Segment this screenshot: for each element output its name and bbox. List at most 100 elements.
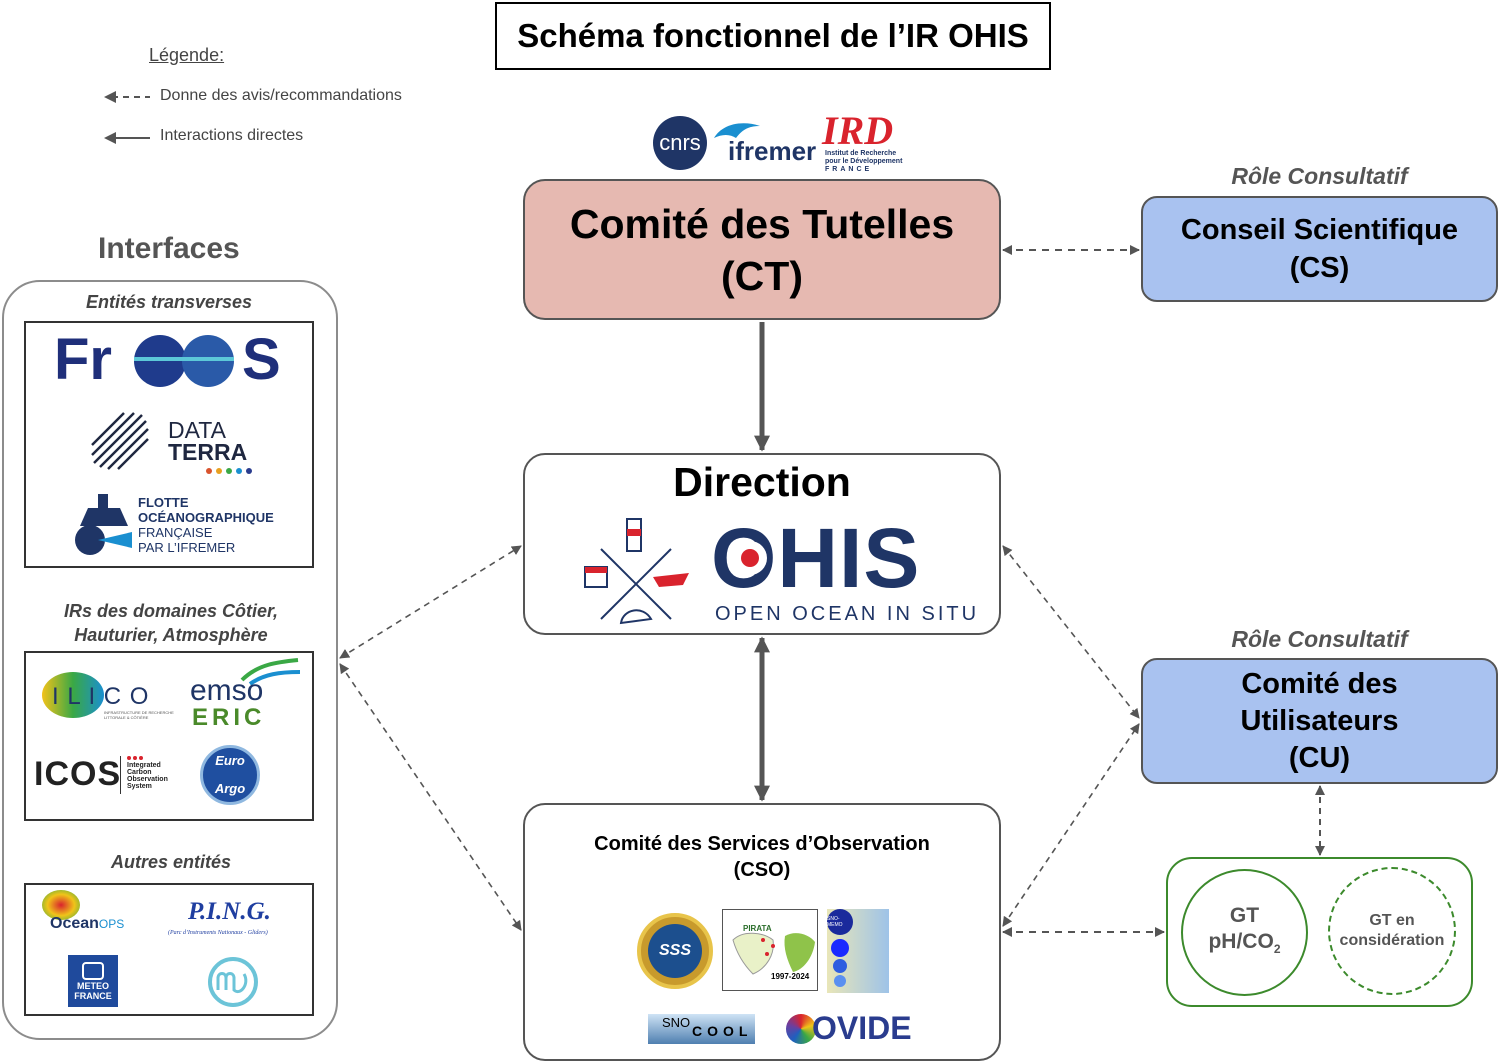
ird-subtitle: Institut de Recherche pour le Développem… xyxy=(825,150,902,174)
cu-line2: Utilisateurs xyxy=(1240,704,1399,737)
ifremer-logo: ifremer xyxy=(728,136,817,166)
ilico-blob-icon xyxy=(42,672,104,718)
flotte-line4: PAR L’IFREMER xyxy=(138,540,236,555)
icos-logo: ICOS xyxy=(34,755,122,793)
ohis-logo-subtitle: OPEN OCEAN IN SITU xyxy=(715,603,980,625)
dataterra-dots-icon xyxy=(206,468,252,474)
meteofrance-line2: FRANCE xyxy=(74,991,112,1001)
oceanops-logo: OceanOPS xyxy=(50,915,124,933)
ohis-o-target-icon xyxy=(733,541,767,575)
euroargo-logo: Euro Argo xyxy=(200,745,260,805)
pirata-label: PIRATA xyxy=(743,924,772,933)
eric-logo: ERIC xyxy=(192,704,266,731)
cs-line2: (CS) xyxy=(1289,252,1350,284)
cs-line1: Conseil Scientifique xyxy=(1180,214,1459,246)
groupes-travail-panel xyxy=(1166,857,1473,1007)
legend-arrows xyxy=(104,91,150,144)
gt1-line2-sub: 2 xyxy=(1273,942,1281,957)
euroargo-line2: Argo xyxy=(214,781,246,796)
sss-logo: SSS xyxy=(637,913,713,989)
icos-dots-icon xyxy=(127,756,143,760)
cso-line2: (CSO) xyxy=(733,859,791,881)
dataterra-terra: TERRA xyxy=(168,439,248,465)
flotte-ship-icon xyxy=(75,494,132,555)
snomemo-dot-1 xyxy=(831,939,849,957)
snocool-logo: SNO COOL xyxy=(648,1014,755,1044)
icos-sub-2: Carbon xyxy=(127,769,152,776)
meteofrance-line1: METEO xyxy=(76,981,109,991)
oceanops-ocean: Ocean xyxy=(50,915,99,932)
cso-cu-arrow xyxy=(1002,723,1140,927)
gt-en-consideration-circle: GT en considération xyxy=(1328,867,1456,995)
diagram-title: Schéma fonctionnel de l’IR OHIS xyxy=(495,2,1051,70)
flotte-line3: FRANÇAISE xyxy=(138,525,213,540)
cu-line3: (CU) xyxy=(1288,741,1351,774)
dataterra-lines-icon xyxy=(91,412,149,470)
cu-line1: Comité des xyxy=(1241,667,1398,700)
gt2-line1: GT en xyxy=(1369,912,1415,929)
flotte-line1: FLOTTE xyxy=(138,495,189,510)
ohis-emblem-icon xyxy=(584,518,689,625)
ilico-subtitle: INFRASTRUCTURE DE RECHERCHE LITTORALE & … xyxy=(104,710,174,720)
flotte-line2: OCÉANOGRAPHIQUE xyxy=(138,510,274,525)
flotte-text: FLOTTE OCÉANOGRAPHIQUE FRANÇAISE PAR L’I… xyxy=(138,495,274,555)
ird-logo: IRD xyxy=(822,108,894,153)
gt2-line2: considération xyxy=(1339,932,1445,949)
group-label-entites-transverses: Entités transverses xyxy=(85,292,253,312)
oceanops-globe-icon xyxy=(42,890,80,920)
comite-des-tutelles-node: Comité des Tutelles (CT) xyxy=(523,179,1001,320)
snomemo-label: SNO-MEMO xyxy=(827,909,853,935)
m-circle-logo-icon xyxy=(208,957,258,1007)
emso-logo: emso xyxy=(190,674,264,707)
icos-divider xyxy=(120,756,121,794)
direction-cu-arrow xyxy=(1002,545,1140,719)
emso-waves-icon xyxy=(240,658,301,686)
froos-s: S xyxy=(242,327,281,392)
pirata-years: 1997-2024 xyxy=(771,972,810,981)
snocool-cool: COOL xyxy=(692,1023,753,1039)
direction-heading: Direction xyxy=(673,459,851,505)
ilico-logo: I L I C O xyxy=(52,683,150,710)
gt1-line1: GT xyxy=(1229,903,1260,927)
direction-node: Direction OHIS OPEN OCEAN IN SITU xyxy=(523,453,1001,635)
ct-line2: (CT) xyxy=(721,252,803,299)
snomemo-dot-2 xyxy=(833,959,847,973)
snomemo-dot-3 xyxy=(834,975,846,987)
cso-line1: Comité des Services d’Observation xyxy=(594,833,930,855)
meteofrance-emblem-icon xyxy=(82,962,104,980)
ovide-text: OVIDE xyxy=(812,1010,912,1046)
dataterra-data: DATA xyxy=(168,417,226,443)
pirata-logo: PIRATA 1997-2024 xyxy=(722,909,818,991)
sss-logo-text: SSS xyxy=(648,924,702,978)
froos-logo: Fr xyxy=(54,328,112,392)
icos-sub-3: Observation xyxy=(127,776,168,783)
cu-role-label: Rôle Consultatif xyxy=(1231,626,1408,652)
legend-solid-label: Interactions directes xyxy=(160,127,304,144)
interfaces-direction-arrow xyxy=(339,545,522,659)
legend-dashed-label: Donne des avis/recommandations xyxy=(160,87,402,104)
group-label-irs: IRs des domaines Côtier, Hauturier, Atmo… xyxy=(24,599,318,647)
ping-subtitle: (Parc d’Instruments Nationaux - Gliders) xyxy=(168,930,268,936)
group-label-autres-entites: Autres entités xyxy=(110,852,232,872)
gt1-line2: pH/CO2 xyxy=(1208,929,1280,962)
snocool-sno: SNO xyxy=(662,1015,691,1030)
irs-label-line1: IRs des domaines Côtier, xyxy=(63,601,279,621)
pirata-map-icon xyxy=(732,932,815,975)
conseil-scientifique-node: Conseil Scientifique (CS) xyxy=(1141,196,1498,302)
gt1-line2-main: pH/CO xyxy=(1208,929,1274,953)
ifremer-dolphin-icon xyxy=(714,123,760,138)
ird-sub-3: FRANCE xyxy=(825,166,873,173)
icos-sub-4: System xyxy=(127,783,152,790)
snomemo-logo: SNO-MEMO xyxy=(827,909,889,993)
ping-logo: P.I.N.G. xyxy=(188,898,271,925)
euroargo-line1: Euro xyxy=(215,753,245,768)
icos-sub-1: Integrated xyxy=(127,762,161,769)
ovide-circle-icon xyxy=(786,1014,816,1044)
ird-sub-1: Institut de Recherche xyxy=(825,150,897,157)
cnrs-logo: cnrs xyxy=(653,116,707,170)
icos-subtitle: Integrated Carbon Observation System xyxy=(127,762,168,790)
ird-sub-2: pour le Développement xyxy=(825,158,903,165)
comite-des-utilisateurs-node: Comité des Utilisateurs (CU) xyxy=(1141,658,1498,784)
oceanops-ops: OPS xyxy=(98,917,125,931)
